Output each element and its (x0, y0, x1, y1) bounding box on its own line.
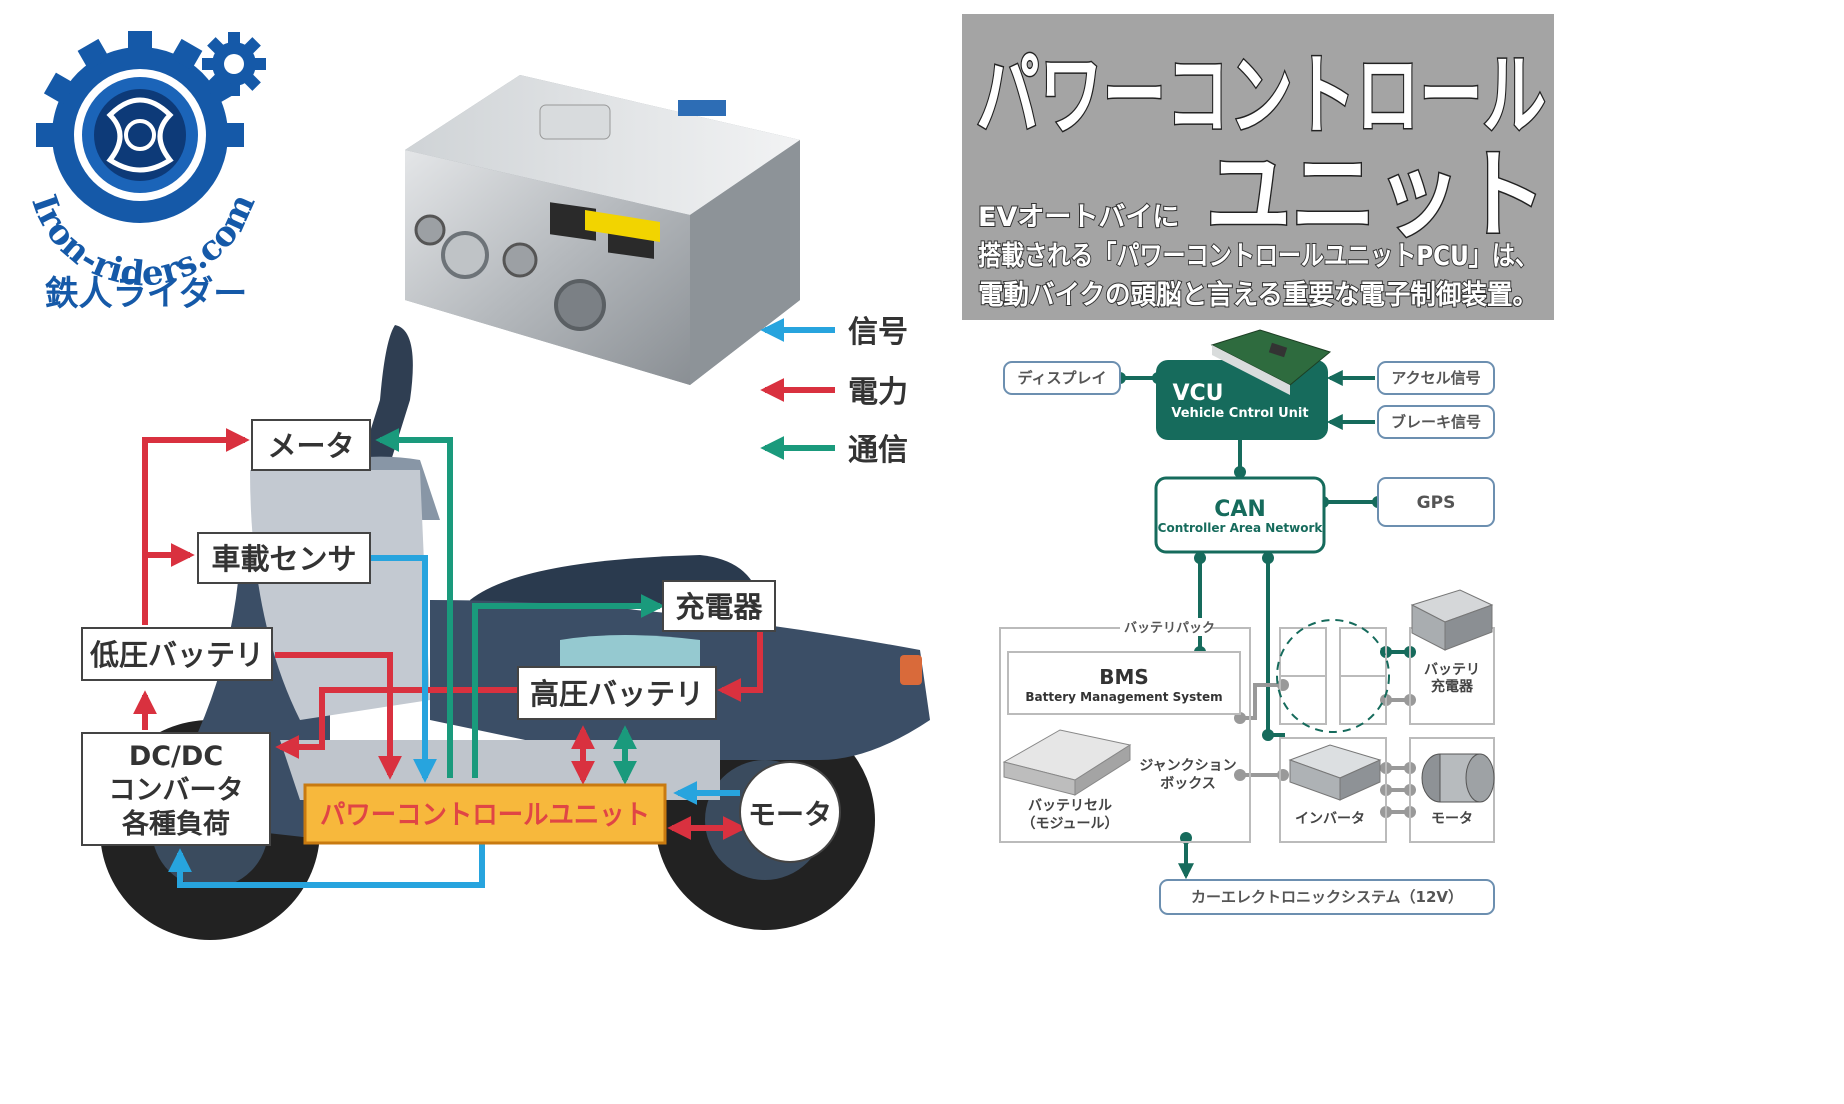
dcdc-box (81, 732, 271, 846)
accel-label: アクセル信号 (1391, 369, 1480, 387)
pcu-box (303, 783, 667, 845)
comm-arrow-meter (375, 428, 453, 778)
power-arrow-lowbatt-pcu (275, 652, 402, 780)
power-arrow-meter (142, 428, 250, 625)
comm-arrow-charger (472, 594, 665, 778)
bms-title: BMS (1099, 665, 1149, 689)
charger-label: 充電器 (675, 590, 763, 624)
can-subtitle: Controller Area Network (1158, 521, 1324, 535)
pcu-block-diagram: ディスプレイ VCU Vehicle Cntrol Unit アクセル信号 ブレ… (999, 329, 1495, 915)
vcu-title: VCU (1172, 381, 1223, 406)
meter-box (251, 419, 371, 471)
power-arrow-dcdc (275, 687, 520, 759)
logo-subtitle: 鉄人ライダー (45, 274, 248, 314)
site-logo[interactable]: Iron-riders.com 鉄人ライダー (23, 31, 266, 314)
gps-label: GPS (1417, 493, 1456, 513)
can-title: CAN (1214, 497, 1266, 522)
block-motor-label: モータ (1431, 811, 1473, 827)
motor-label: モータ (748, 798, 832, 831)
gear-icon (36, 31, 244, 223)
title-desc-1: EVオートバイに (978, 202, 1179, 233)
scooter-block-diagram: メータ 車載センサ 低圧バッテリ DC/DC コンバータ 各種負荷 充電器 高圧… (81, 419, 841, 888)
signal-arrow-dcdc (168, 842, 485, 888)
display-box (1003, 361, 1121, 395)
vcu-subtitle: Vehicle Cntrol Unit (1171, 406, 1308, 421)
bms-subtitle: Battery Management System (1025, 690, 1222, 704)
high-battery-label: 高圧バッテリ (530, 677, 704, 711)
title-panel: パワーコントロール ユニット EVオートバイに 搭載される「パワーコントロールユ… (962, 14, 1554, 320)
brake-box (1377, 405, 1495, 439)
signal-arrow-sensor (370, 555, 437, 783)
vcu-board-image (1210, 329, 1332, 395)
charger-device-image (1410, 589, 1494, 651)
low-battery-box (81, 627, 273, 681)
car-electronics-box (1159, 879, 1495, 915)
legend: 信号 電力 通信 (760, 315, 908, 468)
dcdc-label-1: DC/DC (129, 741, 223, 772)
dcdc-label-3: 各種負荷 (121, 808, 230, 840)
inverter-label: インバータ (1295, 811, 1365, 827)
pcu-label: パワーコントロールユニット (320, 800, 650, 831)
junction-label-1: ジャンクション (1139, 758, 1236, 774)
charger-dashed-circle (1276, 619, 1390, 733)
meter-label: メータ (267, 429, 354, 463)
gps-box (1377, 477, 1495, 527)
device-charger-label-2: 充電器 (1431, 678, 1474, 695)
cell-label-1: バッテリセル (1028, 798, 1112, 814)
title-line-2: ユニット (1206, 139, 1546, 251)
battery-pack-label: バッテリパック (1124, 621, 1215, 636)
motor-image (1421, 753, 1495, 803)
legend-signal-label: 信号 (848, 315, 908, 350)
low-battery-label: 低圧バッテリ (89, 638, 264, 672)
junction-label-2: ボックス (1160, 776, 1216, 792)
inverter-image (1288, 744, 1382, 801)
cell-label-2: （モジュール） (1021, 816, 1118, 832)
sensor-box (197, 532, 371, 584)
high-battery-box (517, 666, 717, 720)
display-label: ディスプレイ (1018, 369, 1107, 387)
power-arrow-charger (717, 630, 763, 702)
motor-circle (739, 761, 841, 863)
charger-box (662, 580, 776, 632)
battery-cell-image (1002, 729, 1132, 796)
legend-comm-label: 通信 (848, 433, 908, 468)
title-desc-3: 電動バイクの頭脳と言える重要な電子制御装置。 (978, 280, 1538, 311)
bms-box (1007, 651, 1241, 715)
can-box (1154, 476, 1326, 554)
legend-power-label: 電力 (848, 375, 908, 410)
title-line-1: パワーコントロール (976, 44, 1546, 147)
sensor-label: 車載センサ (211, 542, 356, 576)
device-charger-label-1: バッテリ (1424, 662, 1480, 678)
car-electronics-label: カーエレクトロニックシステム（12V） (1191, 888, 1463, 906)
accel-box (1377, 361, 1495, 395)
pcu-product-image (405, 75, 800, 385)
dcdc-label-2: コンバータ (109, 775, 244, 806)
brake-label: ブレーキ信号 (1391, 413, 1481, 431)
title-desc-2: 搭載される「パワーコントロールユニットPCU」は、 (978, 240, 1538, 272)
